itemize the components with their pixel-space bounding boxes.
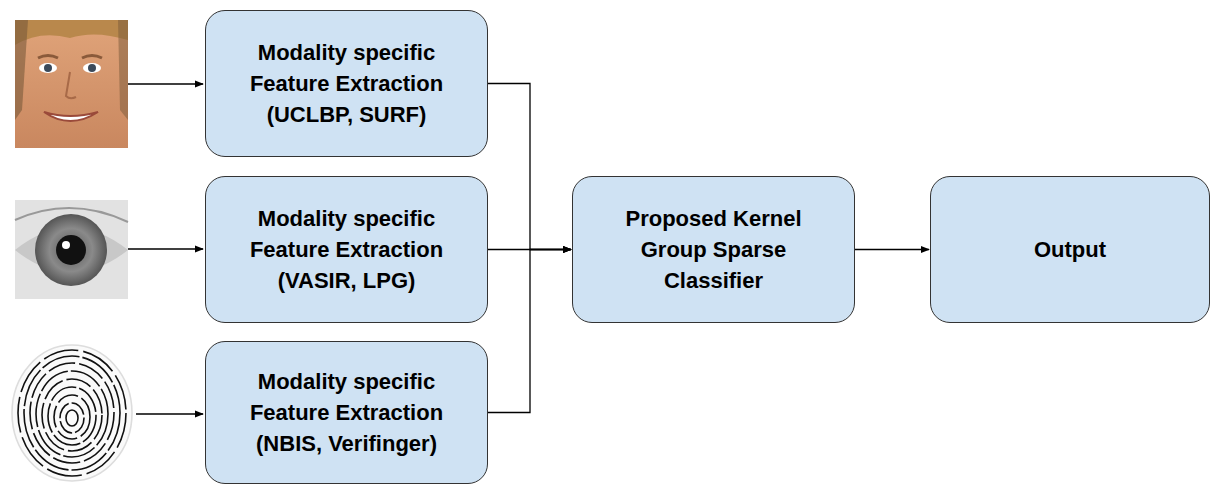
box-label: Output bbox=[1034, 234, 1106, 265]
box-label: Modality specific Feature Extraction (UC… bbox=[226, 37, 467, 130]
feature-extraction-box: Modality specific Feature Extraction (UC… bbox=[205, 10, 488, 157]
input-arrow bbox=[128, 248, 203, 249]
box-label: Modality specific Feature Extraction (VA… bbox=[226, 203, 467, 296]
classifier-box: Proposed Kernel Group Sparse Classifier bbox=[572, 176, 855, 323]
input-arrow bbox=[128, 83, 203, 84]
box-label: Proposed Kernel Group Sparse Classifier bbox=[593, 203, 834, 296]
flow-arrow bbox=[488, 250, 571, 413]
box-label: Modality specific Feature Extraction (NB… bbox=[226, 366, 467, 459]
output-box: Output bbox=[930, 176, 1210, 323]
fingerprint-image bbox=[12, 345, 132, 481]
feature-extraction-box: Modality specific Feature Extraction (NB… bbox=[205, 341, 488, 484]
flow-arrow bbox=[855, 249, 929, 250]
flow-arrow bbox=[488, 84, 571, 250]
input-arrow bbox=[136, 413, 203, 414]
iris-image bbox=[15, 200, 128, 299]
feature-extraction-box: Modality specific Feature Extraction (VA… bbox=[205, 176, 488, 323]
face-image bbox=[15, 20, 128, 148]
